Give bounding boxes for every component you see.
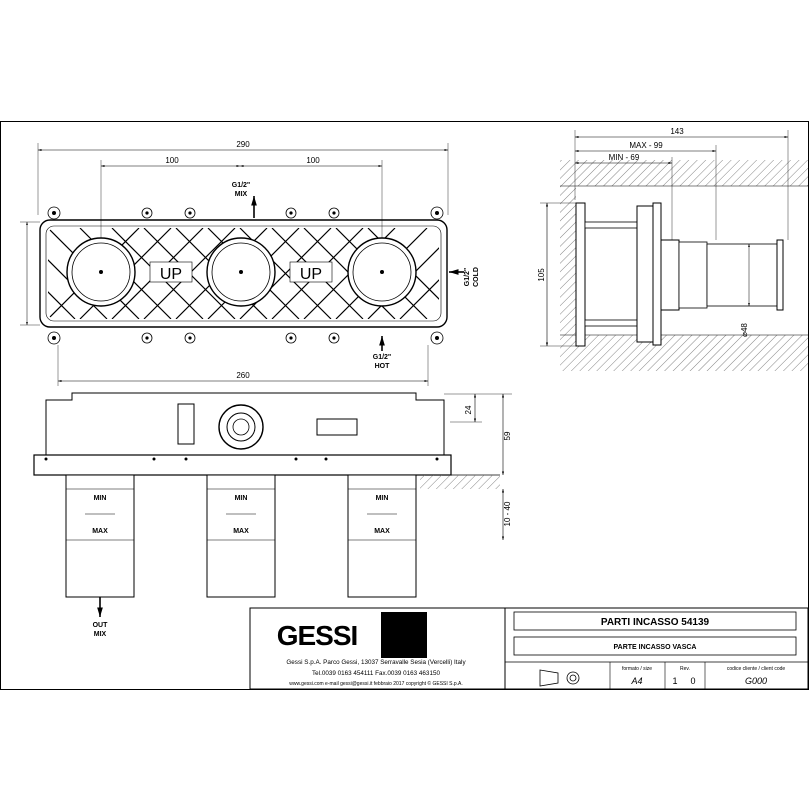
inlet-cold-label: COLD xyxy=(473,267,480,287)
port-right xyxy=(347,237,417,307)
up-label-left: UP xyxy=(160,266,182,283)
dim-side-height: 105 xyxy=(537,268,546,282)
min-label-1: MIN xyxy=(94,495,107,502)
web-line: www.gessi.com e-mail gessi@gessi.it febb… xyxy=(289,680,463,687)
rev-value-2: 0 xyxy=(690,676,695,686)
dim-side-min: MIN - 69 xyxy=(609,153,640,162)
dim-bottom-height: 59 xyxy=(503,431,512,440)
side-view: 143 MAX - 99 MIN - 69 105 ⌀48 xyxy=(537,127,808,371)
format-label: formato / size xyxy=(622,666,652,672)
bottom-view: MIN MAX MIN MAX MIN MAX 24 59 10 - 40 OU… xyxy=(33,392,512,638)
dim-side-max: MAX - 99 xyxy=(629,141,663,150)
dim-side-diameter: ⌀48 xyxy=(740,323,749,337)
inlet-mix-size: G1/2" xyxy=(232,182,251,189)
max-label-3: MAX xyxy=(374,528,390,535)
title-block: GESSI Gessi S.p.A. Parco Gessi, 13037 Se… xyxy=(249,607,809,690)
projection-symbol xyxy=(539,669,580,687)
dim-side-total: 143 xyxy=(670,127,684,136)
dim-spacing-right: 100 xyxy=(306,156,320,165)
contact-line: Tel.0039 0163 454111 Fax.0039 0163 46315… xyxy=(312,670,440,677)
front-view: 290 100 100 xyxy=(20,140,480,386)
company-line: Gessi S.p.A. Parco Gessi, 13037 Serraval… xyxy=(286,659,466,666)
min-label-2: MIN xyxy=(235,495,248,502)
logo-square xyxy=(381,612,427,658)
client-code-value: G000 xyxy=(745,676,767,686)
dim-total-width: 290 xyxy=(236,140,250,149)
inlet-hot-label: HOT xyxy=(375,363,391,370)
outlet-label-1: OUT xyxy=(93,622,109,629)
up-label-right: UP xyxy=(300,266,322,283)
rev-label: Rev. xyxy=(680,666,690,672)
logo-text: GESSI xyxy=(277,620,358,651)
dim-bottom-width: 260 xyxy=(236,371,250,380)
rev-value-1: 1 xyxy=(672,676,677,686)
port-center xyxy=(206,237,276,307)
inlet-cold-size: G1/2" xyxy=(464,268,471,287)
format-value: A4 xyxy=(630,676,642,686)
inlet-hot-size: G1/2" xyxy=(373,354,392,361)
outlet-label-2: MIX xyxy=(94,631,107,638)
max-label-2: MAX xyxy=(233,528,249,535)
port-left xyxy=(66,237,136,307)
inlet-mix-label: MIX xyxy=(235,191,248,198)
drawing-title: PARTI INCASSO 54139 xyxy=(601,617,710,628)
drawing-subtitle: PARTE INCASSO VASCA xyxy=(614,644,697,651)
client-code-label: codice cliente / client code xyxy=(727,666,786,672)
dim-bottom-depth: 24 xyxy=(464,405,473,414)
max-label-1: MAX xyxy=(92,528,108,535)
dim-spacing-left: 100 xyxy=(165,156,179,165)
min-label-3: MIN xyxy=(376,495,389,502)
dim-bottom-range: 10 - 40 xyxy=(503,501,512,526)
